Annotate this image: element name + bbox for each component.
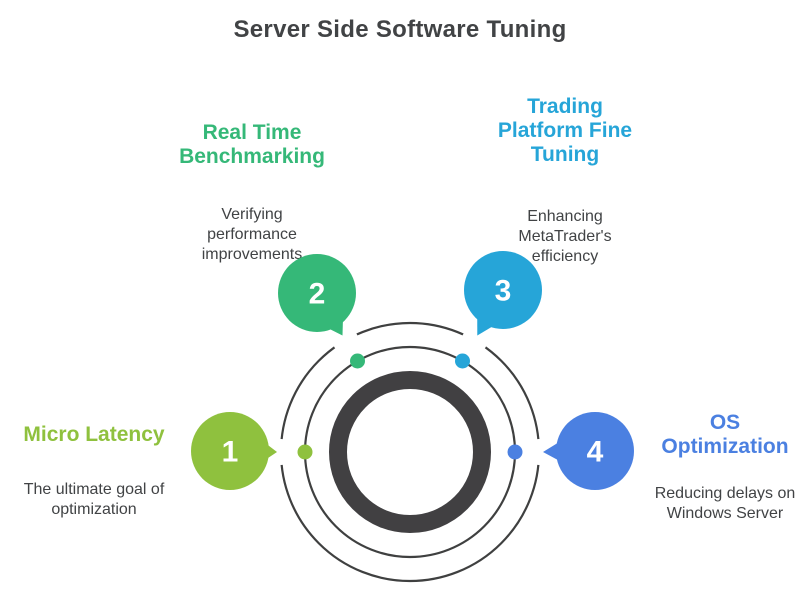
step-1-description: The ultimate goal of optimization bbox=[23, 481, 165, 518]
orbit-gap-step-4 bbox=[526, 439, 552, 465]
page-title: Server Side Software Tuning bbox=[233, 16, 567, 43]
step-3-text-block: Trading Platform Fine Tuning Enhancing M… bbox=[480, 77, 650, 285]
step-2-text-block: Real Time Benchmarking Verifying perform… bbox=[167, 103, 337, 283]
step-3-number: 3 bbox=[495, 275, 512, 308]
step-3-description: Enhancing MetaTrader's efficiency bbox=[518, 208, 612, 265]
core-ring bbox=[329, 371, 491, 533]
step-2-bubble bbox=[278, 254, 356, 332]
orbit-gap-step-3 bbox=[461, 327, 488, 354]
step-4-description: Reducing delays on Windows Server bbox=[654, 485, 796, 522]
step-4-bubble bbox=[556, 412, 634, 490]
orbit-gap-step-2 bbox=[332, 327, 359, 354]
step-3-dot bbox=[455, 353, 470, 369]
step-2-dot bbox=[350, 353, 365, 369]
step-3-label: Trading Platform Fine Tuning bbox=[497, 95, 633, 166]
step-1-dot bbox=[297, 444, 313, 460]
step-1-label: Micro Latency bbox=[23, 423, 165, 446]
step-4-label: OS Optimization bbox=[661, 411, 789, 458]
step-1-bubble bbox=[191, 412, 269, 490]
orbit-gap-step-1 bbox=[268, 439, 294, 465]
step-4-number: 4 bbox=[587, 436, 604, 469]
step-2-label: Real Time Benchmarking bbox=[179, 121, 325, 168]
step-3-bubble bbox=[464, 251, 542, 329]
step-1-number: 1 bbox=[222, 436, 239, 469]
step-2-description: Verifying performance improvements bbox=[201, 206, 303, 263]
step-2-number: 2 bbox=[309, 278, 326, 311]
step-4-text-block: OS Optimization Reducing delays on Windo… bbox=[640, 393, 800, 542]
step-4-dot bbox=[507, 444, 523, 460]
outer-orbit-circle bbox=[279, 321, 541, 583]
step-1-text-block: Micro Latency The ultimate goal of optim… bbox=[9, 405, 179, 538]
